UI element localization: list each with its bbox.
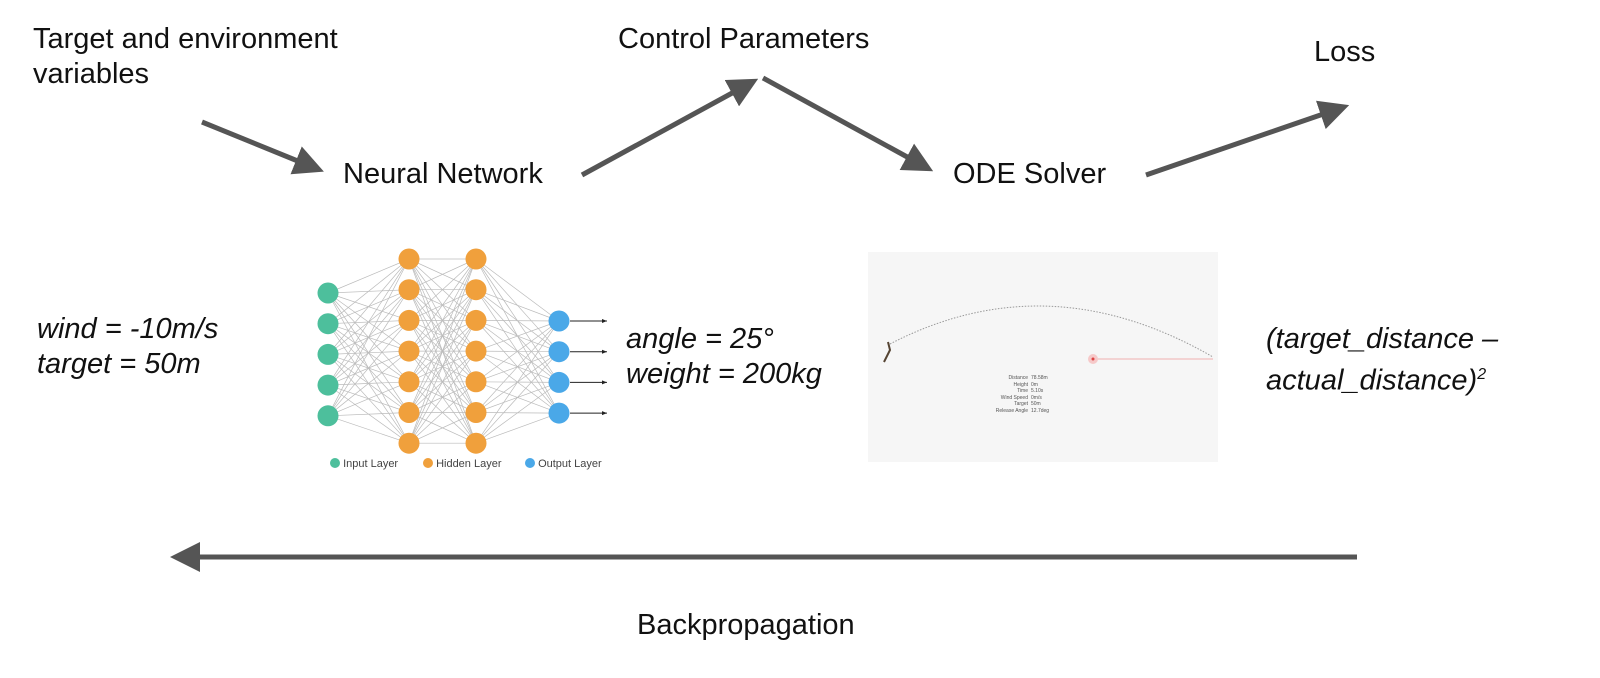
hidden-node — [465, 309, 487, 331]
trajectory-path — [889, 305, 1214, 358]
input-node — [317, 374, 339, 396]
nn-edge — [475, 412, 560, 444]
nn-edge — [475, 258, 560, 322]
hidden-node — [465, 248, 487, 270]
hidden-node — [465, 279, 487, 301]
control-params-label: Control Parameters — [618, 23, 870, 55]
nn-edge — [475, 320, 560, 444]
hidden-node — [465, 340, 487, 362]
input-node — [317, 343, 339, 365]
hidden-node — [398, 248, 420, 270]
nn-edge — [408, 320, 477, 444]
nn-edge — [408, 258, 477, 321]
ode-solver-label: ODE Solver — [953, 158, 1107, 190]
input-node — [317, 405, 339, 427]
backprop-label: Backpropagation — [637, 609, 855, 641]
output-node — [548, 402, 570, 424]
nn-edge — [475, 320, 560, 413]
hidden-node — [398, 309, 420, 331]
nn-edge — [327, 258, 410, 324]
nn-edge — [408, 258, 477, 382]
nn-edge — [408, 381, 477, 444]
nn-edge — [327, 258, 410, 386]
nn-edge — [327, 412, 410, 417]
nn-edge — [408, 289, 477, 444]
neural-network-graphic — [317, 248, 607, 454]
hidden-node — [398, 402, 420, 423]
nn-edge — [408, 350, 477, 444]
input-node — [317, 313, 339, 335]
legend-output: Output Layer — [525, 458, 602, 470]
arrow-ode-to-loss — [1145, 100, 1350, 178]
nn-edge — [475, 320, 560, 322]
nn-edge — [475, 289, 560, 322]
nn-edge — [408, 412, 477, 444]
nn-edge — [408, 258, 477, 444]
nn-edge — [327, 289, 410, 416]
hidden-node — [398, 340, 420, 362]
hidden-node — [398, 432, 420, 454]
loss-label: Loss — [1314, 36, 1376, 68]
legend-hidden: Hidden Layer — [423, 458, 502, 470]
arrow-inputs-to-nn — [201, 119, 324, 175]
input-node — [317, 282, 339, 304]
nn-edge — [475, 351, 560, 444]
nn-edge — [327, 258, 410, 416]
hidden-node — [465, 402, 487, 423]
legend-input: Input Layer — [330, 458, 398, 470]
hidden-node — [465, 432, 487, 454]
nn-edge — [408, 258, 477, 352]
arrow-control-to-ode — [761, 75, 934, 172]
nn-edge — [475, 320, 560, 383]
nn-edge — [408, 258, 477, 291]
nn-edge — [408, 258, 477, 413]
neural-network-label: Neural Network — [343, 158, 543, 190]
output-node — [548, 371, 570, 393]
output-node — [548, 310, 570, 332]
hidden-node — [398, 279, 420, 301]
loss-formula: (target_distance –actual_distance)2 — [1266, 323, 1499, 397]
thrower-icon — [883, 341, 892, 363]
nn-edge — [327, 381, 410, 417]
nn-edge — [327, 320, 410, 417]
hidden-node — [465, 371, 487, 393]
nn-edge — [475, 382, 560, 444]
arrow-nn-to-control — [580, 78, 759, 178]
example-controls: angle = 25°weight = 200kg — [626, 323, 822, 390]
nn-edge — [327, 258, 410, 355]
nn-edge — [327, 258, 410, 294]
hidden-node — [398, 371, 420, 393]
nn-edge — [327, 350, 410, 417]
nn-edge — [475, 320, 560, 352]
output-node — [548, 341, 570, 363]
nn-edge — [327, 415, 410, 444]
